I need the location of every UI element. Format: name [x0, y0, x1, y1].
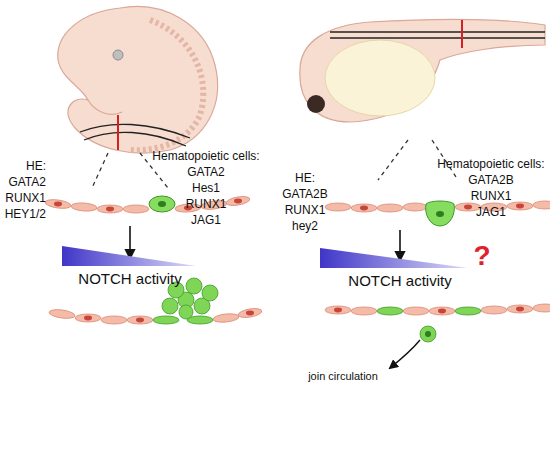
- vessel-wall: [325, 304, 550, 342]
- endothelial-cell: [123, 205, 149, 213]
- mouse-embryo: [58, 7, 218, 154]
- embryo-fold: [88, 100, 122, 114]
- text-label: RUNX1: [432, 190, 550, 204]
- nucleus: [136, 318, 144, 323]
- text-label: HE:: [274, 172, 336, 186]
- aorta-line: [84, 132, 186, 146]
- circulation-arrow: [390, 340, 420, 368]
- endothelial-cell: [101, 316, 127, 324]
- text-label: JAG1: [142, 214, 270, 228]
- endothelial-cell: [325, 306, 351, 314]
- transition-arrow: [399, 230, 401, 260]
- text-label: Hematopoietic cells:: [432, 158, 550, 172]
- zoom-lines: [92, 140, 458, 188]
- endothelial-cell: [75, 314, 101, 322]
- endothelial-cell: [377, 204, 403, 212]
- text-label: Hematopoietic cells:: [142, 150, 270, 164]
- hemogenic-cell: [377, 307, 403, 315]
- endothelial-cell: [351, 204, 377, 212]
- endothelial-cell: [45, 198, 72, 210]
- embryo-eye: [113, 50, 123, 60]
- nucleus: [54, 202, 62, 207]
- transition-arrow: [129, 226, 131, 258]
- hemogenic-cell: [426, 201, 455, 226]
- text-label: ?: [470, 240, 494, 272]
- text-label: GATA2B: [274, 188, 336, 202]
- embryo-body: [58, 7, 218, 154]
- text-label: join circulation: [288, 370, 398, 383]
- endothelial-cell: [127, 316, 153, 324]
- text-label: JAG1: [432, 206, 550, 220]
- endothelial-cell: [225, 195, 250, 207]
- text-label: hey2: [274, 220, 336, 234]
- endothelial-cell: [507, 305, 533, 313]
- hemogenic-cell: [149, 196, 175, 212]
- nucleus: [106, 207, 114, 212]
- endothelial-cell: [351, 307, 377, 315]
- zoom-line: [92, 153, 108, 188]
- endothelial-cell: [403, 307, 429, 315]
- nucleus: [516, 204, 524, 209]
- section-line: [117, 115, 119, 150]
- fish-body: [300, 19, 545, 122]
- nucleus: [234, 199, 242, 204]
- section-line: [461, 20, 463, 48]
- text-label: NOTCH activity: [55, 270, 205, 287]
- endothelial-cell: [481, 306, 507, 314]
- notch-gradient: [320, 248, 468, 268]
- text-label: GATA2B: [432, 174, 550, 188]
- endothelial-cell: [507, 202, 533, 210]
- text-label: Hes1: [142, 182, 270, 196]
- endothelial-cell: [213, 313, 240, 324]
- nucleus: [84, 316, 92, 321]
- zoom-line: [378, 140, 408, 180]
- text-label: RUNX1: [0, 192, 46, 206]
- nucleus: [438, 309, 446, 314]
- endothelial-cell: [49, 308, 76, 320]
- blood-cell: [202, 285, 218, 301]
- blood-cell: [420, 326, 436, 342]
- blood-cell: [186, 278, 202, 294]
- text-label: GATA2: [142, 166, 270, 180]
- text-label: HEY1/2: [0, 208, 46, 222]
- text-label: HE:: [0, 160, 46, 174]
- text-label: RUNX1: [142, 198, 270, 212]
- blood-cell: [162, 298, 178, 314]
- yolk: [325, 40, 435, 116]
- endothelial-cell: [429, 307, 455, 315]
- nucleus: [334, 308, 342, 313]
- endothelial-cell: [71, 202, 97, 212]
- aorta-line: [330, 31, 545, 32]
- endothelial-cell: [403, 203, 427, 211]
- text-label: RUNX1: [274, 204, 336, 218]
- nucleus: [436, 211, 444, 217]
- nucleus: [516, 307, 524, 312]
- nucleus: [246, 311, 254, 316]
- hemogenic-cell: [153, 316, 179, 324]
- text-label: NOTCH activity: [320, 272, 480, 289]
- endothelial-cell: [533, 201, 550, 209]
- hemogenic-cell: [455, 307, 481, 315]
- nucleus: [158, 201, 166, 207]
- vessel-wall: [325, 201, 550, 226]
- nucleus: [360, 206, 368, 211]
- aorta-line: [330, 37, 545, 38]
- notch-gradient: [62, 246, 196, 266]
- endothelial-cell: [97, 205, 123, 213]
- blood-cell: [179, 305, 193, 319]
- nucleus: [464, 205, 472, 210]
- endothelial-cell: [237, 307, 262, 319]
- fish-eye: [307, 95, 325, 113]
- zebrafish-embryo: [300, 19, 545, 122]
- nucleus: [425, 331, 431, 337]
- endothelial-cell: [533, 304, 550, 312]
- endothelial-cell: [325, 203, 351, 211]
- text-label: GATA2: [0, 176, 46, 190]
